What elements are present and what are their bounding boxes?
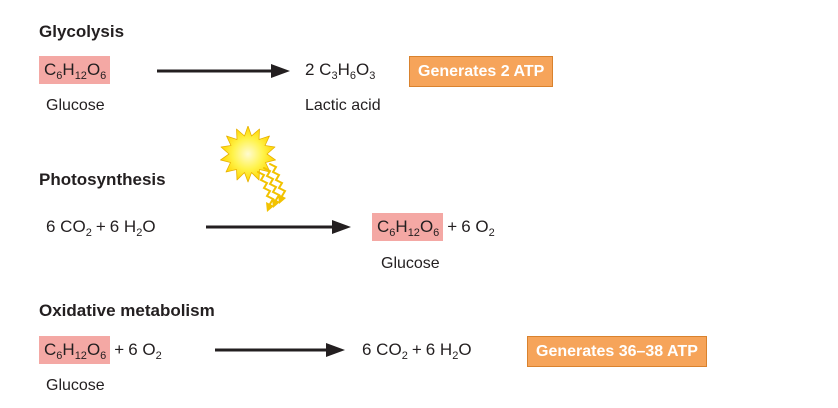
photosynthesis-products: C6H12O6+6 O2 bbox=[372, 213, 495, 241]
co2-formula: 6 CO2 bbox=[362, 340, 408, 362]
sun-icon bbox=[220, 126, 287, 212]
glycolysis-glucose-formula: C6H12O6 bbox=[39, 56, 111, 84]
plus-sign: + bbox=[114, 340, 125, 359]
co2-formula: 6 CO2 bbox=[46, 217, 92, 239]
lactic-acid-label: Lactic acid bbox=[305, 97, 381, 114]
oxidative-reactants: C6H12O6+6 O2 bbox=[39, 336, 162, 364]
h2o-formula: 6 H2O bbox=[109, 217, 156, 239]
glycolysis-atp-badge: Generates 2 ATP bbox=[409, 56, 554, 87]
oxidative-heading: Oxidative metabolism bbox=[39, 301, 215, 320]
formula-highlight: C6H12O6 bbox=[372, 213, 444, 241]
formula-highlight: C6H12O6 bbox=[39, 56, 111, 84]
o2-formula: 6 O2 bbox=[128, 340, 162, 362]
glycolysis-glucose-label: Glucose bbox=[46, 97, 105, 114]
plus-sign: + bbox=[95, 217, 106, 236]
photosynthesis-heading: Photosynthesis bbox=[39, 170, 166, 189]
formula-highlight: C6H12O6 bbox=[39, 336, 111, 364]
plus-sign: + bbox=[411, 340, 422, 359]
photosynthesis-glucose-label: Glucose bbox=[381, 255, 440, 272]
oxidative-atp-badge: Generates 36–38 ATP bbox=[527, 336, 707, 367]
plus-sign: + bbox=[447, 217, 458, 236]
glycolysis-heading: Glycolysis bbox=[39, 22, 125, 41]
glycolysis-arrow bbox=[157, 64, 290, 78]
oxidative-arrow bbox=[215, 343, 345, 357]
photosynthesis-reactants: 6 CO2+6 H2O bbox=[46, 217, 156, 239]
oxidative-products: 6 CO2+6 H2O bbox=[362, 340, 472, 362]
h2o-formula: 6 H2O bbox=[425, 340, 472, 362]
oxidative-glucose-label: Glucose bbox=[46, 377, 105, 394]
o2-formula: 6 O2 bbox=[461, 217, 495, 239]
lactic-acid-formula: 2 C3H6O3 bbox=[305, 60, 376, 82]
light-rays-icon bbox=[257, 163, 287, 205]
photosynthesis-arrow bbox=[206, 220, 351, 234]
